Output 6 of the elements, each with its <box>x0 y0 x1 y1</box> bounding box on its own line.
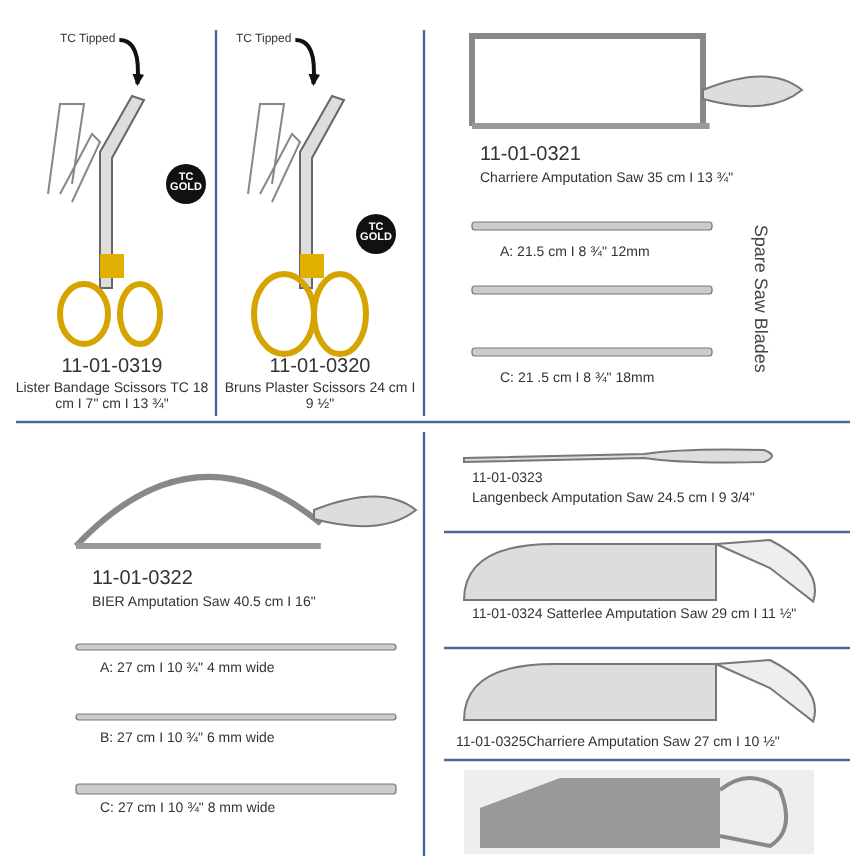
arrow <box>295 38 321 86</box>
product-code: 11-01-0319 <box>59 356 165 380</box>
product-code: 11-01-0322 <box>92 568 195 592</box>
product-code: 11-01-0321 <box>480 144 583 168</box>
section-title: Spare Saw Blades <box>749 222 771 377</box>
product-code: 11-01-0320 <box>267 356 373 380</box>
